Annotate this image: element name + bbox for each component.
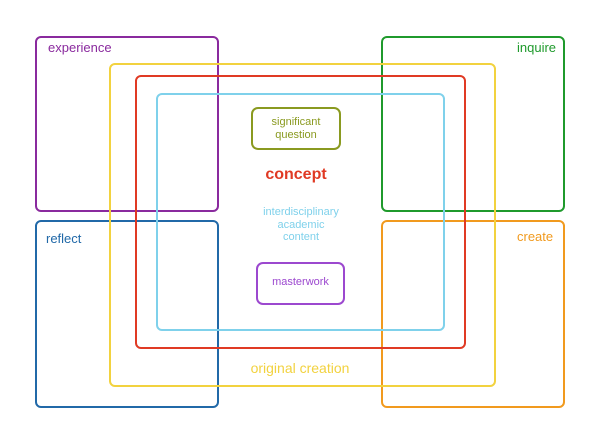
original-creation-label: original creation xyxy=(250,360,350,376)
inquire-box xyxy=(381,36,565,212)
create-label: create xyxy=(517,229,554,244)
original-creation-box xyxy=(109,63,496,387)
significant-question-line-1: significant xyxy=(271,116,321,128)
reflect-box xyxy=(35,220,219,408)
interdisciplinary-line-2: academic xyxy=(277,218,325,231)
concept-label: concept xyxy=(265,166,327,183)
masterwork-box xyxy=(256,262,345,305)
interdisciplinary-box xyxy=(156,93,445,331)
create-box xyxy=(381,220,565,408)
interdisciplinary-line-3: content xyxy=(282,231,320,244)
interdisciplinary-line-1: interdisciplinary xyxy=(263,206,339,218)
significant-question-line-2: question xyxy=(275,128,317,141)
reflect-label: reflect xyxy=(46,231,82,246)
inquire-label: inquire xyxy=(517,40,557,55)
significant-question-label: significant question xyxy=(251,116,341,141)
interdisciplinary-label: interdisciplinary academic content xyxy=(226,206,376,244)
significant-question-box xyxy=(251,107,341,150)
masterwork-label: masterwork xyxy=(272,276,329,288)
concept-box xyxy=(135,75,466,349)
experience-label: experience xyxy=(48,40,112,55)
experience-box xyxy=(35,36,219,212)
